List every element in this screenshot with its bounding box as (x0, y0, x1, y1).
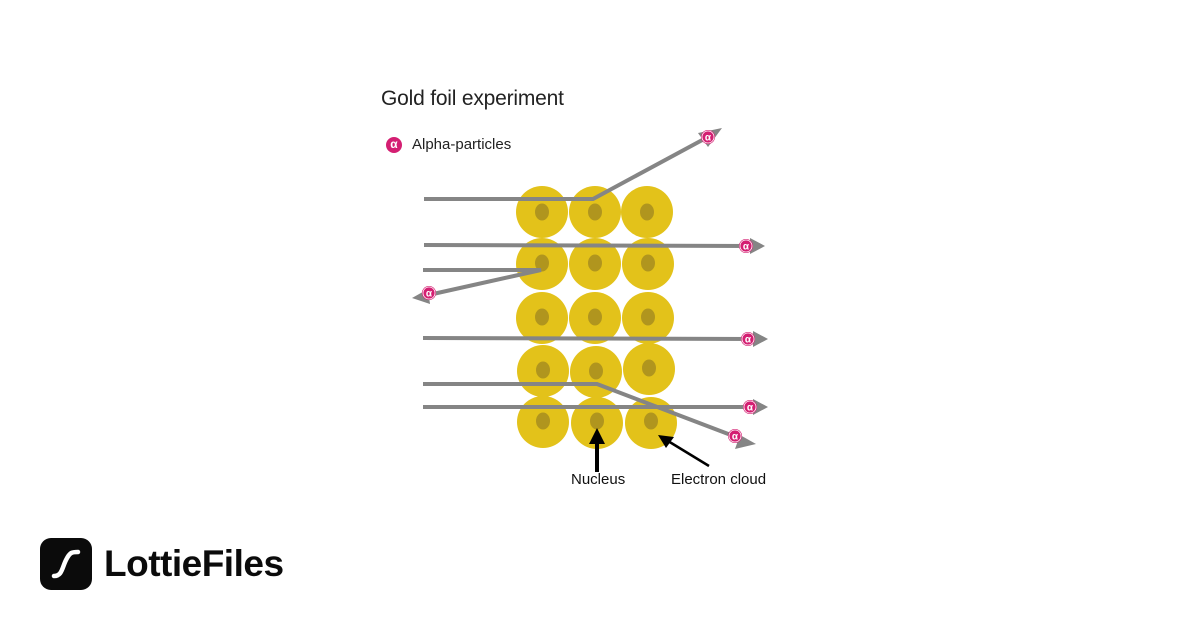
arrowhead-icon (750, 238, 765, 254)
arrowhead-icon (753, 399, 768, 415)
brand: LottieFiles (40, 538, 284, 590)
atom-row-3 (516, 292, 674, 344)
alpha-particle-icon (742, 399, 758, 415)
alpha-particle-icon (727, 428, 743, 444)
alpha-particle-icon (740, 331, 756, 347)
path-passes-row-1 (423, 243, 753, 248)
alpha-particle-icon (738, 238, 754, 254)
diagram-title: Gold foil experiment (381, 87, 564, 110)
path-deflected-up (424, 136, 707, 201)
brand-name: LottieFiles (104, 543, 284, 584)
pointer-arrows (589, 428, 710, 472)
atom-row-1 (516, 186, 673, 238)
electron-cloud-label: Electron cloud (671, 471, 766, 488)
electron-cloud-pointer-arrow-icon (667, 439, 710, 468)
alpha-particle-icon (421, 285, 437, 301)
legend-label: Alpha-particles (412, 136, 512, 153)
gold-atoms (516, 186, 677, 449)
nucleus-label: Nucleus (571, 471, 625, 488)
path-deflected-down (423, 382, 745, 442)
alpha-particle-icon (700, 129, 716, 145)
path-bounced-back (423, 268, 542, 298)
atom-row-2 (516, 238, 674, 290)
alpha-particle-icon: α (386, 136, 402, 153)
lottiefiles-logo-icon (40, 538, 92, 590)
legend: α Alpha-particles (386, 136, 511, 153)
particle-paths (422, 136, 756, 442)
atom-row-4 (517, 343, 675, 398)
path-passes-row-3 (422, 336, 755, 341)
arrowhead-icon (753, 331, 768, 347)
